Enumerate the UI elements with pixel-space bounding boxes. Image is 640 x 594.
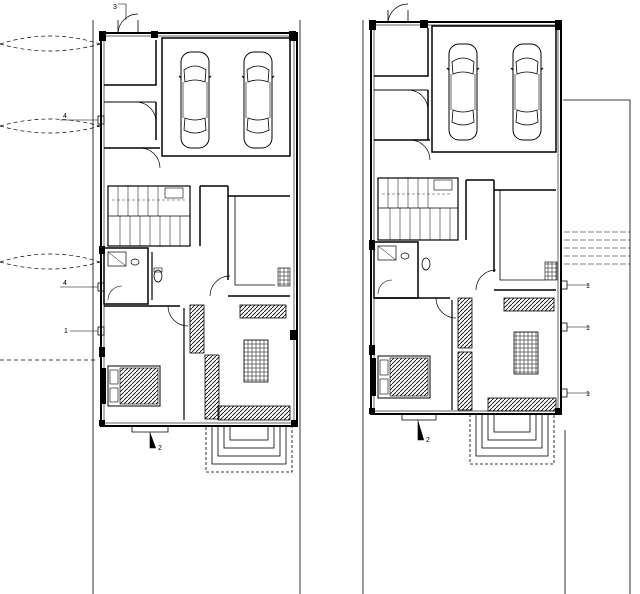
right-plan: 1 1 1 2 bbox=[362, 3, 631, 594]
bed-right bbox=[371, 355, 431, 399]
bathroom-right bbox=[373, 241, 431, 299]
bed bbox=[101, 365, 161, 407]
bathroom bbox=[103, 247, 163, 305]
car-1 bbox=[178, 51, 212, 149]
section-marker-1a: 1 bbox=[586, 283, 590, 290]
section-marker-4b: 4 bbox=[63, 280, 67, 287]
section-marker-1b: 1 bbox=[586, 325, 590, 332]
car-3 bbox=[446, 43, 480, 141]
left-plan: 3 4 bbox=[0, 3, 301, 594]
section-marker-4a: 4 bbox=[63, 113, 67, 120]
stair-right bbox=[377, 177, 459, 241]
car-4 bbox=[510, 43, 544, 141]
car-2 bbox=[241, 51, 275, 149]
section-marker-1: 1 bbox=[64, 328, 68, 335]
section-marker-3: 3 bbox=[113, 4, 117, 11]
section-marker-2: 2 bbox=[158, 445, 162, 452]
section-marker-2-right: 2 bbox=[426, 437, 430, 444]
stair bbox=[107, 185, 191, 247]
section-marker-1c: 1 bbox=[586, 391, 590, 398]
